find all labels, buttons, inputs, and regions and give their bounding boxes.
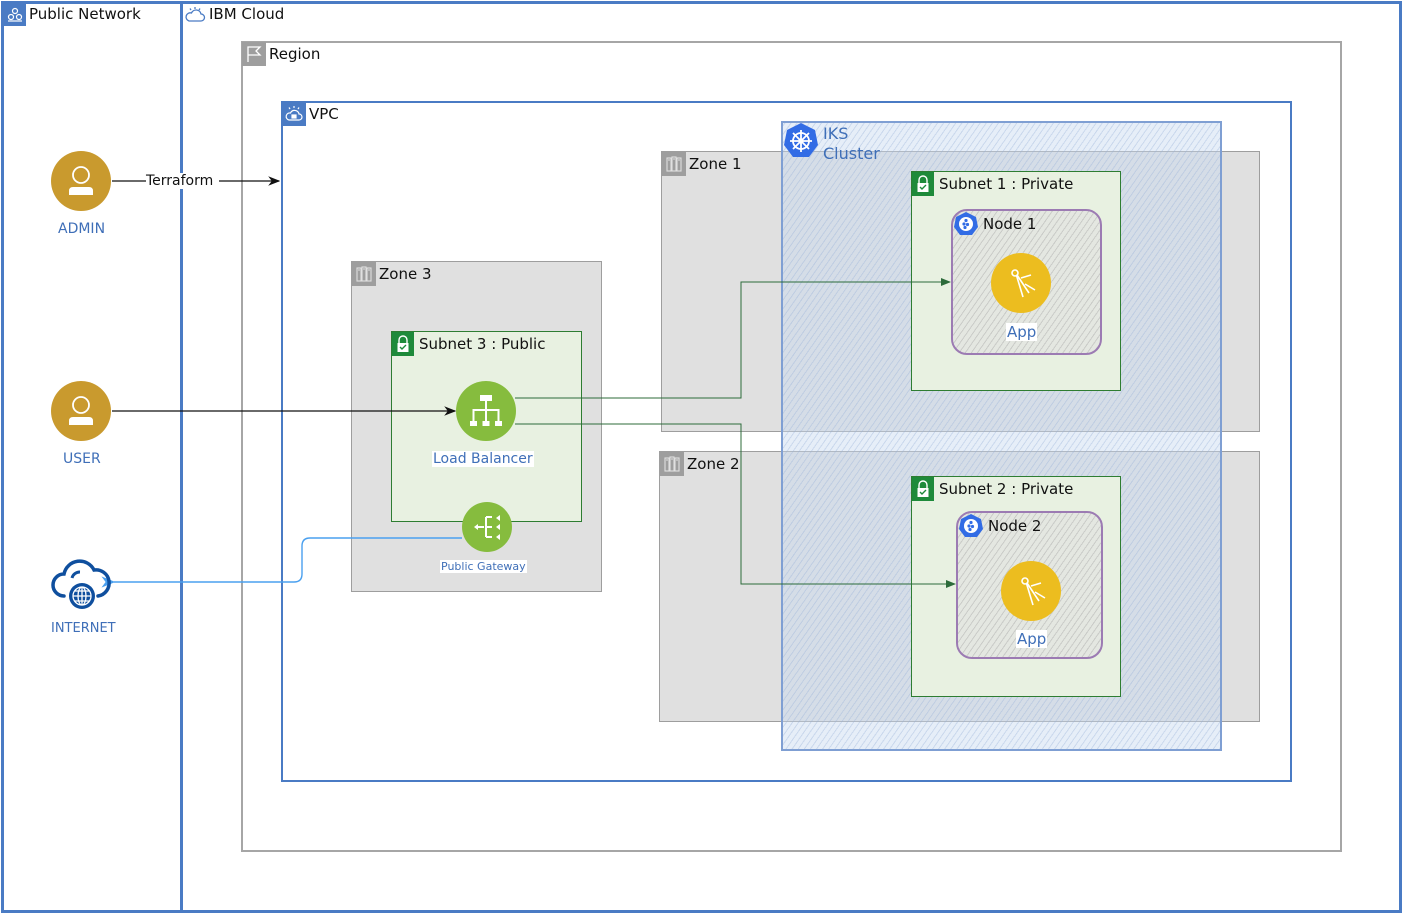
load-balancer-label: Load Balancer: [432, 451, 534, 467]
subnet1-label: Subnet 1 : Private: [939, 175, 1074, 193]
public-network-icon: [4, 4, 26, 26]
terraform-edge-label: Terraform: [146, 173, 214, 189]
zone2-datacenter-icon: [660, 452, 684, 476]
app2-label: App: [1016, 630, 1048, 648]
public-gateway-icon[interactable]: [462, 502, 512, 552]
app1-compass-icon[interactable]: [991, 253, 1051, 313]
zone3-label: Zone 3: [379, 265, 432, 283]
iks-cluster-label-line1: IKS: [823, 124, 849, 143]
ibm-cloud-group: [180, 1, 1402, 913]
ibm-cloud-label: IBM Cloud: [209, 5, 285, 23]
public-network-label: Public Network: [29, 5, 141, 23]
load-balancer-icon[interactable]: [456, 381, 516, 441]
zone1-label: Zone 1: [689, 155, 742, 173]
subnet2-lock-icon: [912, 477, 934, 501]
iks-cluster-label-line2: Cluster: [823, 144, 880, 163]
zone1-datacenter-icon: [662, 152, 686, 176]
vpc-label: VPC: [309, 105, 339, 123]
public-gateway-label: Public Gateway: [440, 560, 527, 573]
region-label: Region: [269, 45, 321, 63]
flag-icon: [242, 42, 266, 66]
internet-label: INTERNET: [51, 621, 116, 636]
subnet3-lock-icon: [392, 332, 414, 356]
app1-label: App: [1006, 323, 1038, 341]
node2-label: Node 2: [988, 517, 1042, 535]
subnet2-label: Subnet 2 : Private: [939, 480, 1074, 498]
node1-label: Node 1: [983, 215, 1037, 233]
node2-kubernetes-node-icon: [958, 513, 984, 539]
vpc-group: [281, 101, 1292, 782]
region-group: [241, 41, 1342, 852]
admin-label: ADMIN: [58, 221, 106, 237]
zone2-label: Zone 2: [687, 455, 740, 473]
vpc-icon: [282, 102, 306, 126]
public-network-group: [1, 1, 183, 913]
zone3-datacenter-icon: [352, 262, 376, 286]
user-user-icon[interactable]: [51, 381, 111, 441]
user-label: USER: [63, 451, 101, 467]
kubernetes-icon: [782, 122, 820, 160]
subnet3-label: Subnet 3 : Public: [419, 335, 546, 353]
ibm-cloud-icon: [183, 4, 207, 26]
subnet1-lock-icon: [912, 172, 934, 196]
admin-user-icon[interactable]: [51, 151, 111, 211]
app2-compass-icon[interactable]: [1001, 561, 1061, 621]
node1-kubernetes-node-icon: [953, 211, 979, 237]
internet-cloud-globe-icon[interactable]: [50, 550, 112, 612]
